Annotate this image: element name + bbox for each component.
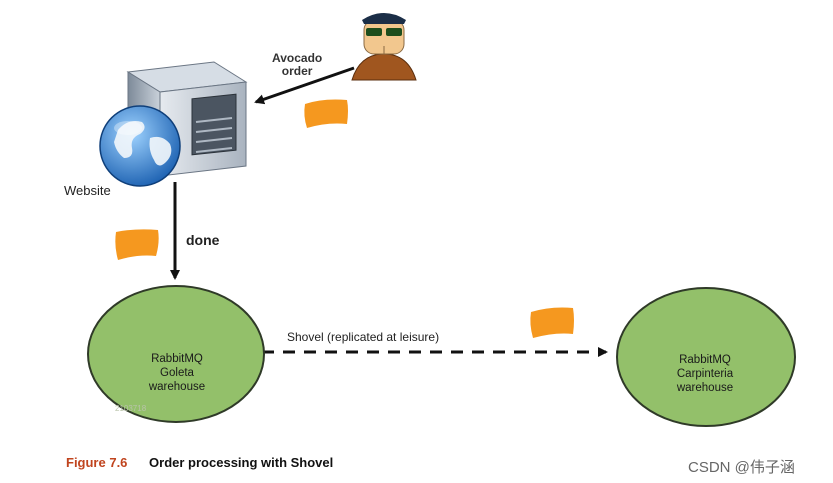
figure-title: Order processing with Shovel — [149, 455, 334, 470]
done-label: done — [186, 232, 220, 248]
csdn-watermark: CSDN @伟子涵 — [688, 459, 795, 476]
message-note-done — [115, 229, 159, 260]
node-goleta — [87, 285, 265, 423]
figure-number: Figure 7.6 — [66, 455, 128, 470]
globe-icon — [99, 105, 181, 187]
node-goleta-label: RabbitMQ Goleta warehouse — [117, 352, 237, 394]
figure-caption: Figure 7.6 Order processing with Shovel — [66, 455, 333, 470]
order-arrow — [254, 66, 355, 105]
node-carpinteria-line2: Carpinteria — [676, 368, 734, 380]
avocado-line1: Avocado — [272, 51, 323, 65]
node-goleta-line2: Goleta — [160, 367, 194, 379]
message-note-order — [304, 99, 348, 128]
node-carpinteria-line3: warehouse — [676, 382, 734, 394]
node-goleta-line1: RabbitMQ — [151, 353, 203, 365]
node-carpinteria-label: RabbitMQ Carpinteria warehouse — [645, 353, 765, 395]
avocado-line2: order — [281, 64, 313, 78]
node-carpinteria — [616, 287, 796, 427]
message-note-shovel — [530, 307, 574, 338]
small-watermark: 2103718 — [115, 404, 147, 413]
avocado-order-label: Avocado order — [272, 52, 322, 78]
person-icon — [351, 13, 417, 81]
shovel-label: Shovel (replicated at leisure) — [287, 330, 440, 344]
website-label: Website — [64, 183, 111, 198]
node-goleta-line3: warehouse — [148, 381, 206, 393]
node-carpinteria-line1: RabbitMQ — [679, 354, 731, 366]
